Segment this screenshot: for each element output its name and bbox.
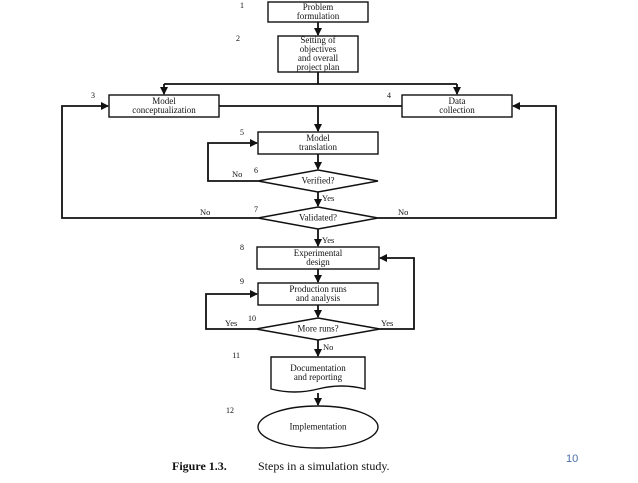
data-collection-label-line: collection	[439, 105, 475, 115]
production-runs-step-number: 9	[240, 277, 244, 286]
documentation-step-number: 11	[232, 351, 240, 360]
node-more-runs: More runs? 10	[248, 314, 381, 341]
experimental-design-shape	[256, 246, 380, 270]
label-yes-more-right: Yes	[381, 318, 393, 328]
label-no-more: No	[323, 342, 333, 352]
validated-shape	[257, 206, 379, 230]
more-runs-label-line: More runs?	[297, 324, 338, 334]
model-translation-step-number: 5	[240, 128, 244, 137]
label-no-verified: No	[232, 169, 242, 179]
model-concept-step-number: 3	[91, 91, 95, 100]
model-translation-label-line: Model	[306, 133, 330, 143]
edge-10-yes-left	[205, 290, 258, 330]
figure-caption-text: Steps in a simulation study.	[258, 459, 390, 473]
label-no-validated-left: No	[200, 207, 210, 217]
production-runs-shape	[257, 282, 379, 306]
objectives-step-number: 2	[236, 34, 240, 43]
implementation-label-line: Implementation	[290, 422, 347, 432]
model-concept-label-line: conceptualization	[132, 105, 196, 115]
implementation-step-number: 12	[226, 406, 234, 415]
slide-number: 10	[566, 453, 579, 465]
figure-number: Figure 1.3.	[172, 459, 227, 473]
label-yes-more-left: Yes	[225, 318, 237, 328]
validated-step-number: 7	[254, 205, 258, 214]
documentation-label-line: and reporting	[294, 372, 343, 382]
problem-shape	[267, 1, 369, 23]
model-concept-shape	[108, 94, 220, 118]
experimental-design-step-number: 8	[240, 243, 244, 252]
objectives-label-line: project plan	[297, 62, 340, 72]
experimental-design-label-line: design	[306, 257, 330, 267]
validated-label-line: Validated?	[299, 213, 337, 223]
implementation-shape	[257, 405, 379, 449]
data-collection-label-line: Data	[449, 96, 466, 106]
objectives-label-line: and overall	[298, 53, 339, 63]
more-runs-step-number: 10	[248, 314, 256, 323]
more-runs-shape	[255, 317, 381, 341]
data-collection-step-number: 4	[387, 91, 391, 100]
experimental-design-label-line: Experimental	[294, 248, 343, 258]
edge-10-yes-right	[379, 254, 415, 330]
objectives-label-line: Setting of	[300, 35, 335, 45]
production-runs-label-line: and analysis	[296, 293, 341, 303]
node-implementation: Implementation 12	[226, 405, 379, 449]
figure-caption: Figure 1.3. Steps in a simulation study.	[172, 459, 390, 473]
problem-step-number: 1	[240, 1, 244, 10]
verified-step-number: 6	[254, 166, 258, 175]
data-collection-shape	[401, 94, 513, 118]
model-translation-label-line: translation	[299, 142, 337, 152]
verified-shape	[257, 169, 379, 193]
node-validated: Validated? 7	[254, 205, 379, 230]
flowchart-connectors	[61, 22, 557, 406]
documentation-shape	[270, 356, 366, 393]
model-concept-label-line: Model	[152, 96, 176, 106]
node-verified: Verified? 6	[254, 166, 379, 193]
label-yes-verified: Yes	[322, 193, 334, 203]
label-no-validated-right: No	[398, 207, 408, 217]
verified-label-line: Verified?	[302, 176, 335, 186]
problem-label-line: formulation	[297, 11, 340, 21]
problem-label-line: Problem	[303, 2, 334, 12]
documentation-label-line: Documentation	[290, 363, 346, 373]
edge-7-no-right	[378, 102, 557, 219]
edge-6-no-loop	[207, 139, 258, 182]
edge-7-no-left	[61, 102, 258, 219]
production-runs-label-line: Production runs	[289, 284, 347, 294]
objectives-label-line: objectives	[300, 44, 337, 54]
objectives-shape	[277, 35, 359, 73]
label-yes-validated: Yes	[322, 235, 334, 245]
model-translation-shape	[257, 131, 379, 155]
